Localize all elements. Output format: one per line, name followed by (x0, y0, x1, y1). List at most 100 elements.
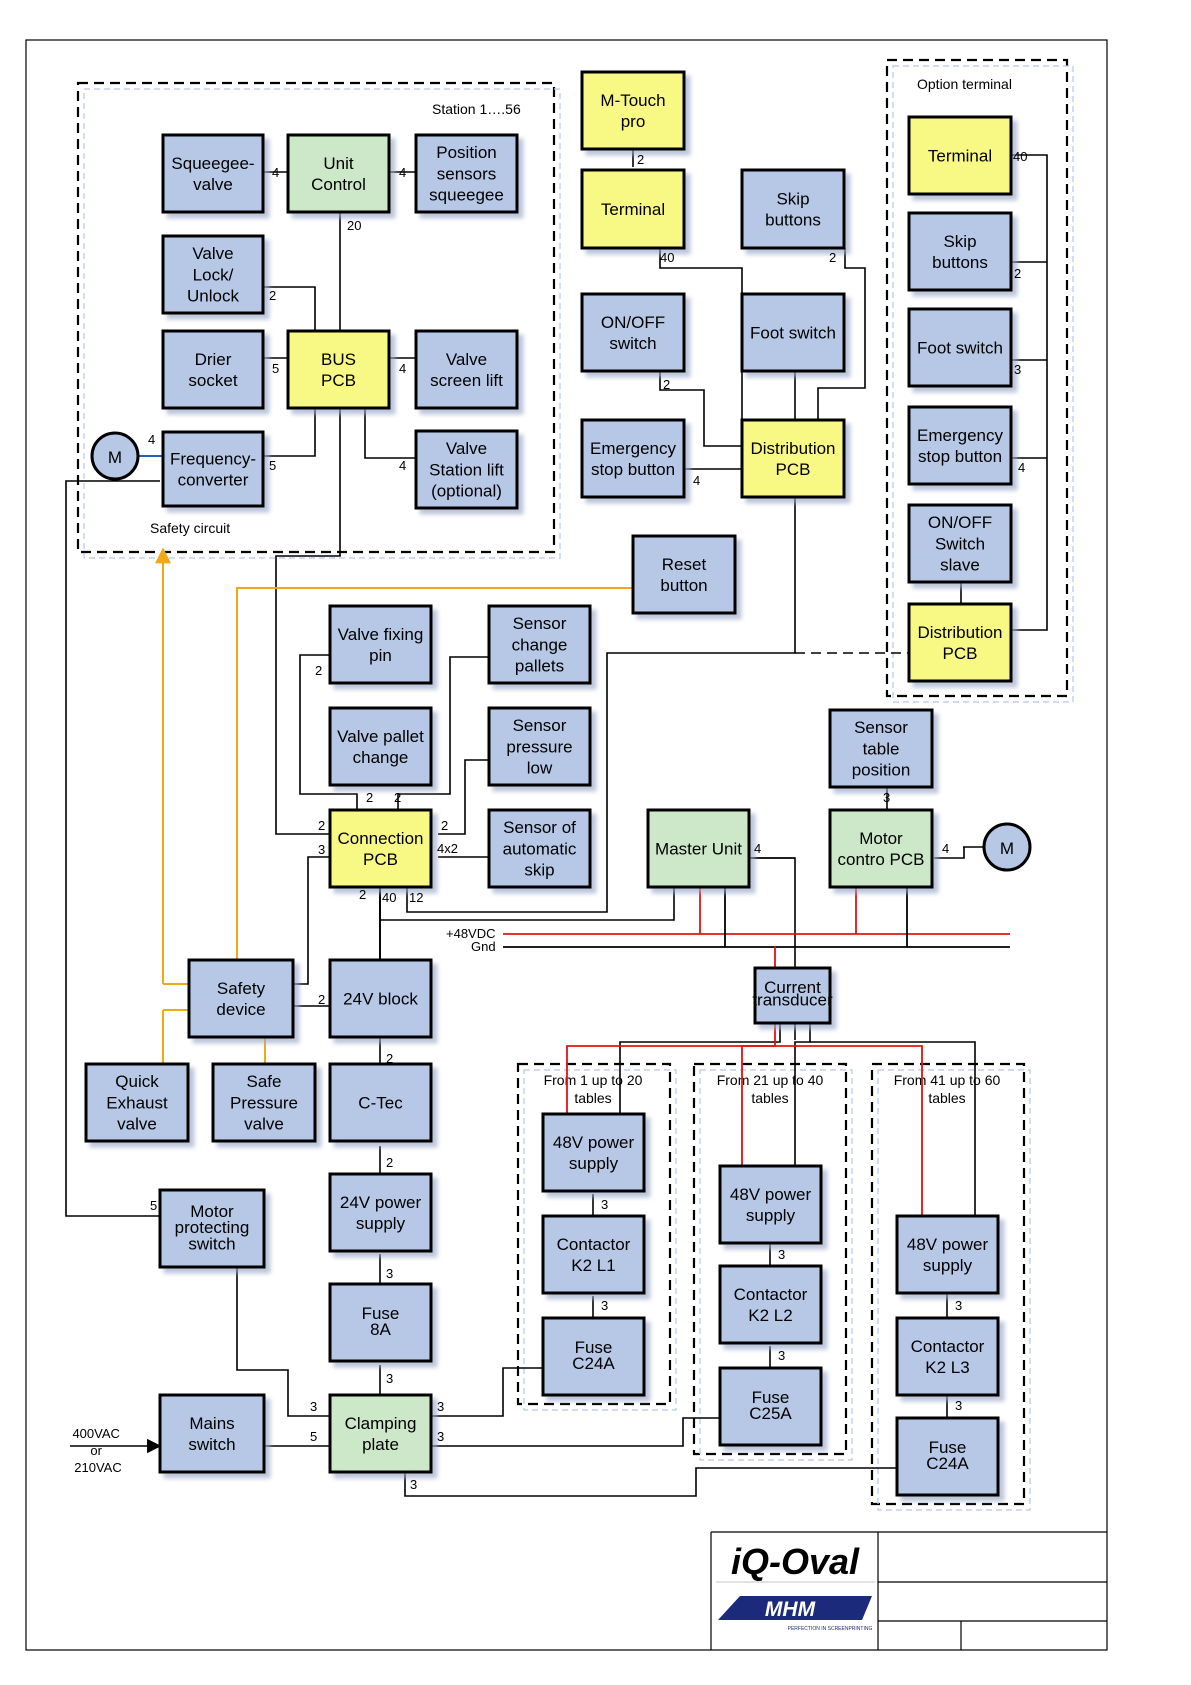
dc-bus (503, 886, 1010, 948)
svg-text:M: M (108, 448, 122, 467)
num: 4 (399, 165, 406, 180)
num: 40 (382, 890, 396, 905)
foot-switch-label: Foot switch (750, 323, 836, 342)
opt-foot-label: Foot switch (917, 338, 1003, 357)
num: 2 (269, 288, 276, 303)
group-outlines (76, 58, 1069, 1506)
num: 3 (437, 1429, 444, 1444)
num: 3 (955, 1398, 962, 1413)
num: 4 (754, 841, 761, 856)
num: 3 (318, 842, 325, 857)
num: 2 (366, 790, 373, 805)
svg-text:PERFECTION IN SCREENPRINTING: PERFECTION IN SCREENPRINTING (788, 1626, 873, 1632)
num: 3 (437, 1399, 444, 1414)
num: 2 (394, 790, 401, 805)
num: 12 (409, 890, 423, 905)
mains-input-label: 400VAC or 210VAC (72, 1426, 123, 1475)
motor-right: M (982, 822, 1032, 872)
num: 3 (601, 1298, 608, 1313)
station-group (76, 81, 556, 554)
num: 5 (272, 361, 279, 376)
num: 3 (310, 1399, 317, 1414)
num: 4 (399, 361, 406, 376)
svg-text:MHM: MHM (765, 1598, 816, 1621)
num: 4 (399, 458, 406, 473)
power-wires (566, 946, 923, 1220)
terminal-label: Terminal (601, 200, 665, 219)
tables1-group (516, 1062, 672, 1406)
iq-oval-logo: iQ-Oval (731, 1541, 860, 1582)
safety-circuit-label: Safety circuit (150, 520, 230, 536)
num: 3 (778, 1348, 785, 1363)
num: 4 (272, 165, 279, 180)
freq-converter-block: Frequency-converter (161, 430, 265, 508)
num: 3 (386, 1266, 393, 1281)
num: 4 (1018, 460, 1025, 475)
num: 5 (269, 458, 276, 473)
num: 2 (386, 1155, 393, 1170)
squeegee-valve-block: Squeegee-valve (161, 133, 265, 214)
num: 2 (1014, 266, 1021, 281)
terminal-block: Terminal (580, 168, 686, 250)
svg-text:M: M (1000, 839, 1014, 858)
num: 2 (386, 1051, 393, 1066)
option-terminal-group (885, 58, 1069, 698)
num: 2 (663, 377, 670, 392)
station-label: Station 1….56 (432, 101, 521, 117)
block-24v-block: 24V block (328, 958, 433, 1039)
page-frame (25, 39, 1108, 1651)
